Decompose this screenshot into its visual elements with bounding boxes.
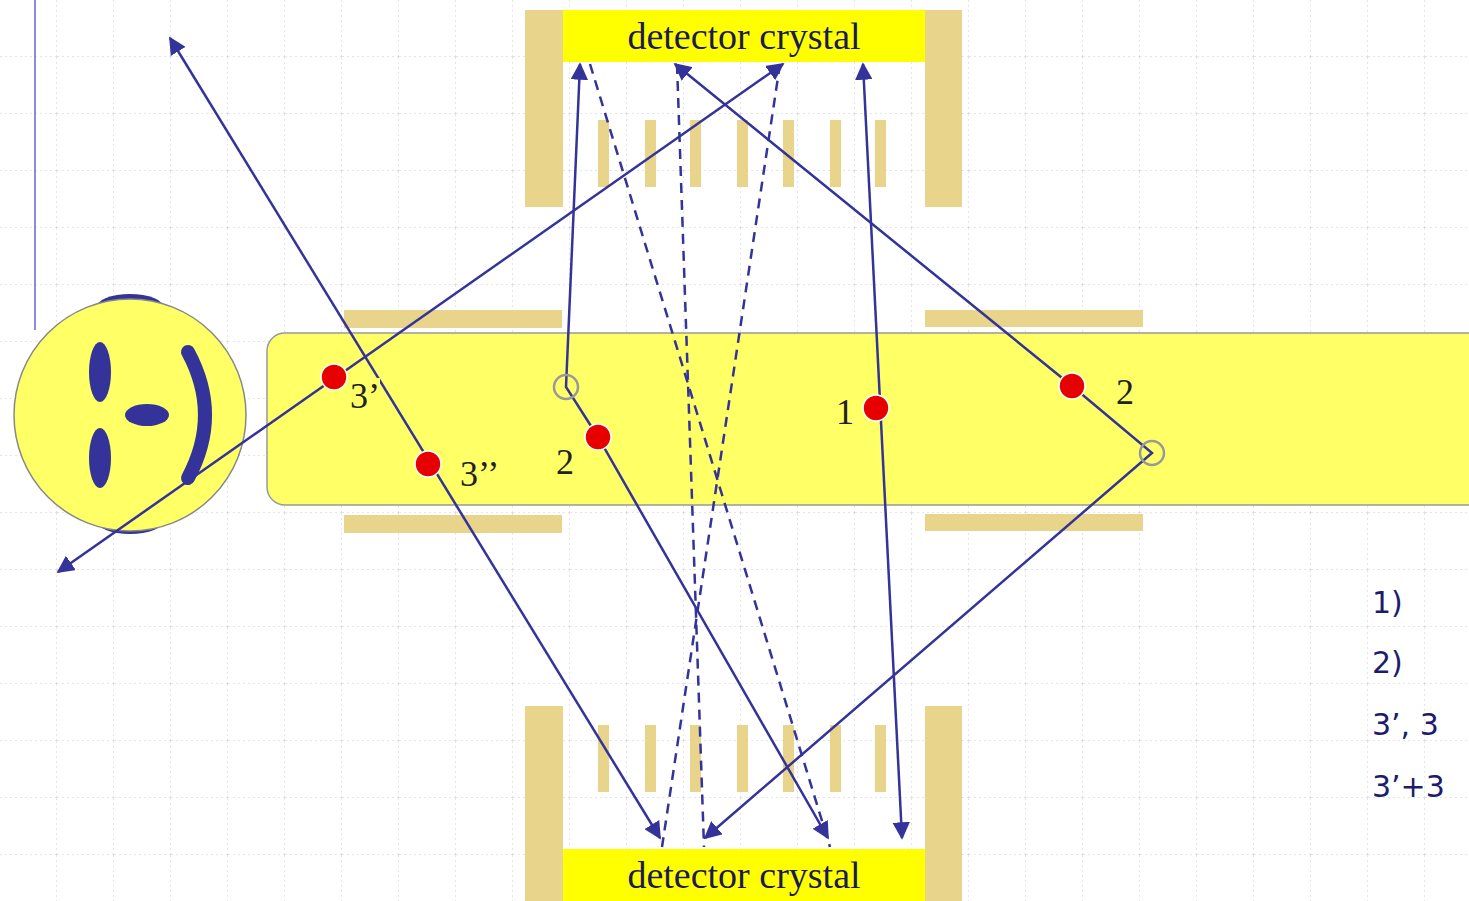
detector-housing (525, 10, 962, 901)
patient-body (267, 333, 1469, 505)
crystal-label: detector crystal (627, 17, 860, 55)
list-item: 3’+3 (1372, 772, 1445, 802)
callout-number: 2 (556, 444, 574, 480)
detector-crystal: detector crystal (563, 10, 925, 62)
dashed-line-of-response (677, 64, 704, 847)
patient-head (14, 294, 246, 534)
collimator-septa (598, 120, 886, 792)
callout-number: 1 (836, 394, 854, 430)
list-item: 3’, 3 (1372, 710, 1439, 740)
detector-crystal: detector crystal (563, 849, 925, 901)
margin-line (34, 0, 36, 330)
list-item: 1) (1372, 588, 1403, 618)
collimator-bars (344, 310, 1143, 533)
dashed-line-of-response (590, 64, 830, 847)
photon-paths (58, 38, 1152, 838)
list-item: 2) (1372, 648, 1403, 678)
callout-number: 3’’ (460, 456, 499, 492)
crystal-label: detector crystal (627, 856, 860, 894)
annihilation-points (321, 364, 1085, 477)
callout-number: 3’ (350, 378, 380, 414)
callout-number: 2 (1116, 374, 1134, 410)
dashed-line-of-response (662, 64, 780, 847)
